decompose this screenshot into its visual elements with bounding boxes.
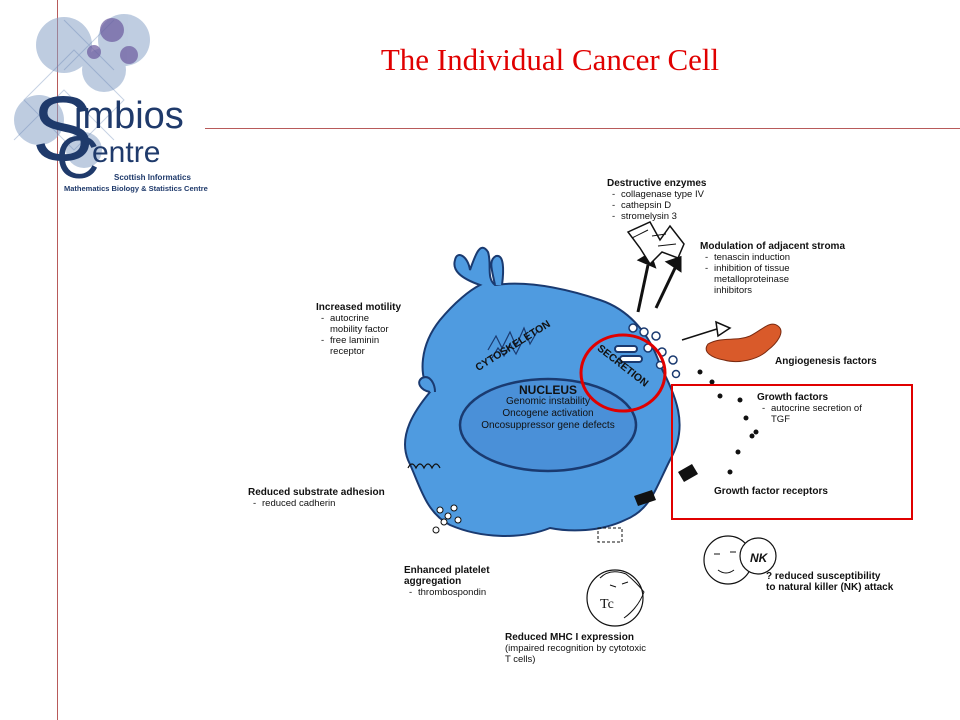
list-item-text: metalloproteinase	[714, 274, 789, 285]
list-item-text: inhibitors	[714, 285, 753, 296]
list-item: stromelysin 3	[612, 211, 707, 222]
motility-title: Increased motility	[316, 302, 402, 313]
list-item: cathepsin D	[612, 200, 707, 211]
list-item-text: receptor	[330, 346, 365, 357]
list-item: collagenase type IV	[612, 189, 707, 200]
platelet-title-2: aggregation	[404, 576, 462, 587]
nk-title-2: to natural killer (NK) attack	[766, 582, 894, 593]
list-item: free laminin	[321, 335, 401, 346]
vertical-rule	[57, 0, 58, 720]
logo-sub-2: Mathematics Biology & Statistics Centre	[64, 184, 208, 193]
nucleus-line-2: Oncogene activation	[502, 408, 594, 419]
platelet-title-1: Enhanced platelet	[404, 565, 490, 576]
list-item: thrombospondin	[409, 587, 490, 598]
tc-label: Tc	[600, 597, 614, 612]
stroma-title: Modulation of adjacent stroma	[700, 241, 846, 252]
simbios-logo: S imbios C entre Scottish Informatics Ma…	[13, 14, 208, 193]
growth-factor-receptors-label: Growth factor receptors	[714, 486, 828, 497]
angiogenesis-title: Angiogenesis factors	[775, 356, 877, 367]
svg-text:C: C	[56, 124, 99, 191]
nucleus-title: NUCLEUS	[518, 383, 577, 397]
motility-label: Increased motility autocrine mobility fa…	[316, 302, 401, 357]
growth-factors-title: Growth factors	[757, 392, 829, 403]
growth-factor-receptors-title: Growth factor receptors	[714, 486, 828, 497]
mhc-title: Reduced MHC I expression	[505, 632, 634, 643]
list-item: mobility factor	[330, 324, 401, 335]
slide-title: The Individual Cancer Cell	[380, 42, 720, 77]
svg-text:S: S	[32, 78, 93, 180]
adhesion-label: Reduced substrate adhesion reduced cadhe…	[248, 487, 385, 509]
list-item-text: TGF	[771, 414, 790, 425]
list-item: inhibitors	[714, 285, 845, 296]
cancer-cell-diagram: NK Tc	[404, 221, 782, 627]
list-item: autocrine secretion of	[762, 403, 862, 414]
nucleus-line-3: Oncosuppressor gene defects	[481, 420, 615, 431]
growth-factors-label: Growth factors autocrine secretion of TG…	[757, 392, 862, 425]
list-item: inhibition of tissue	[705, 263, 845, 274]
angiogenesis-label: Angiogenesis factors	[775, 356, 877, 367]
nk-attack-label: ? reduced susceptibility to natural kill…	[766, 571, 893, 593]
platelet-label: Enhanced platelet aggregation thrombospo…	[404, 565, 490, 598]
list-item: receptor	[330, 346, 401, 357]
nucleus	[458, 377, 638, 473]
destructive-enzymes-label: Destructive enzymes collagenase type IV …	[607, 178, 707, 222]
logo-wordmark-2: entre	[92, 136, 160, 169]
highlight-box	[671, 384, 913, 520]
logo-sub-1: Scottish Informatics	[114, 173, 191, 182]
list-item-text: mobility factor	[330, 324, 389, 335]
mhc-line-2: (impaired recognition by cytotoxic	[505, 643, 646, 654]
list-item: autocrine	[321, 313, 401, 324]
list-item: metalloproteinase	[714, 274, 845, 285]
logo-wordmark-1: imbios	[74, 95, 184, 137]
list-item: reduced cadherin	[253, 498, 385, 509]
horizontal-rule	[205, 128, 960, 129]
stroma-label: Modulation of adjacent stroma tenascin i…	[700, 241, 845, 296]
list-item: tenascin induction	[705, 252, 845, 263]
list-item: TGF	[771, 414, 862, 425]
adhesion-title: Reduced substrate adhesion	[248, 487, 385, 498]
nk-label: NK	[750, 551, 769, 565]
destructive-enzymes-title: Destructive enzymes	[607, 178, 707, 189]
mhc-line-3: T cells)	[505, 654, 536, 665]
nucleus-line-1: Genomic instability	[506, 396, 590, 407]
mhc-label: Reduced MHC I expression (impaired recog…	[505, 632, 646, 665]
nk-title-1: ? reduced susceptibility	[766, 571, 881, 582]
nucleus-text: NUCLEUS Genomic instability Oncogene act…	[468, 384, 628, 432]
